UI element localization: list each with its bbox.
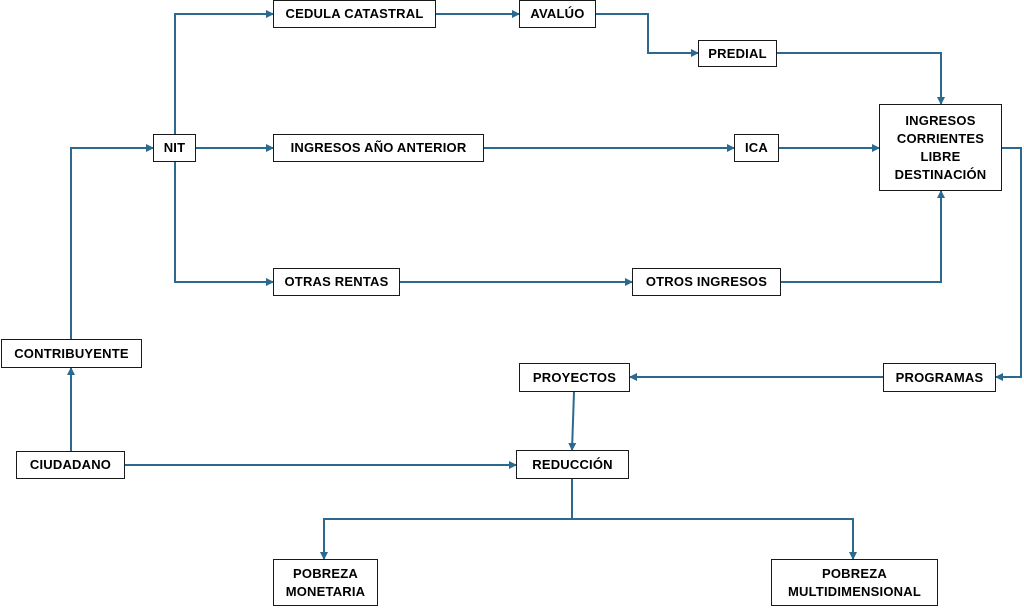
node-ingresos-corrientes: INGRESOS CORRIENTES LIBRE DESTINACIÓN <box>879 104 1002 191</box>
edge-nit-cedula-catastral <box>174 10 274 134</box>
node-reduccion: REDUCCIÓN <box>516 450 629 479</box>
edge-contribuyente-nit <box>70 144 154 339</box>
edge-reduccion-pobreza-monetaria <box>320 479 573 560</box>
edge-reduccion-pobreza-multidimensional <box>572 518 857 560</box>
node-ciudadano: CIUDADANO <box>16 451 125 479</box>
node-avaluo: AVALÚO <box>519 0 596 28</box>
edge-avaluo-predial <box>596 13 699 57</box>
node-pobreza-multidimensional: POBREZA MULTIDIMENSIONAL <box>771 559 938 606</box>
edge-proyectos-reduccion <box>568 391 577 451</box>
edge-ingresos-corrientes-programas <box>995 147 1022 381</box>
node-predial: PREDIAL <box>698 40 777 67</box>
node-pobreza-monetaria: POBREZA MONETARIA <box>273 559 378 606</box>
edge-predial-ingresos-corrientes <box>777 52 945 105</box>
node-cedula-catastral: CEDULA CATASTRAL <box>273 0 436 28</box>
node-contribuyente: CONTRIBUYENTE <box>1 339 142 368</box>
node-programas: PROGRAMAS <box>883 363 996 392</box>
node-otros-ingresos: OTROS INGRESOS <box>632 268 781 296</box>
node-ingresos-ano-anterior: INGRESOS AÑO ANTERIOR <box>273 134 484 162</box>
edge-otros-ingresos-ingresos-corrientes <box>781 190 945 283</box>
node-ica: ICA <box>734 134 779 162</box>
edge-nit-otras-rentas <box>174 162 274 286</box>
node-otras-rentas: OTRAS RENTAS <box>273 268 400 296</box>
node-proyectos: PROYECTOS <box>519 363 630 392</box>
node-nit: NIT <box>153 134 196 162</box>
